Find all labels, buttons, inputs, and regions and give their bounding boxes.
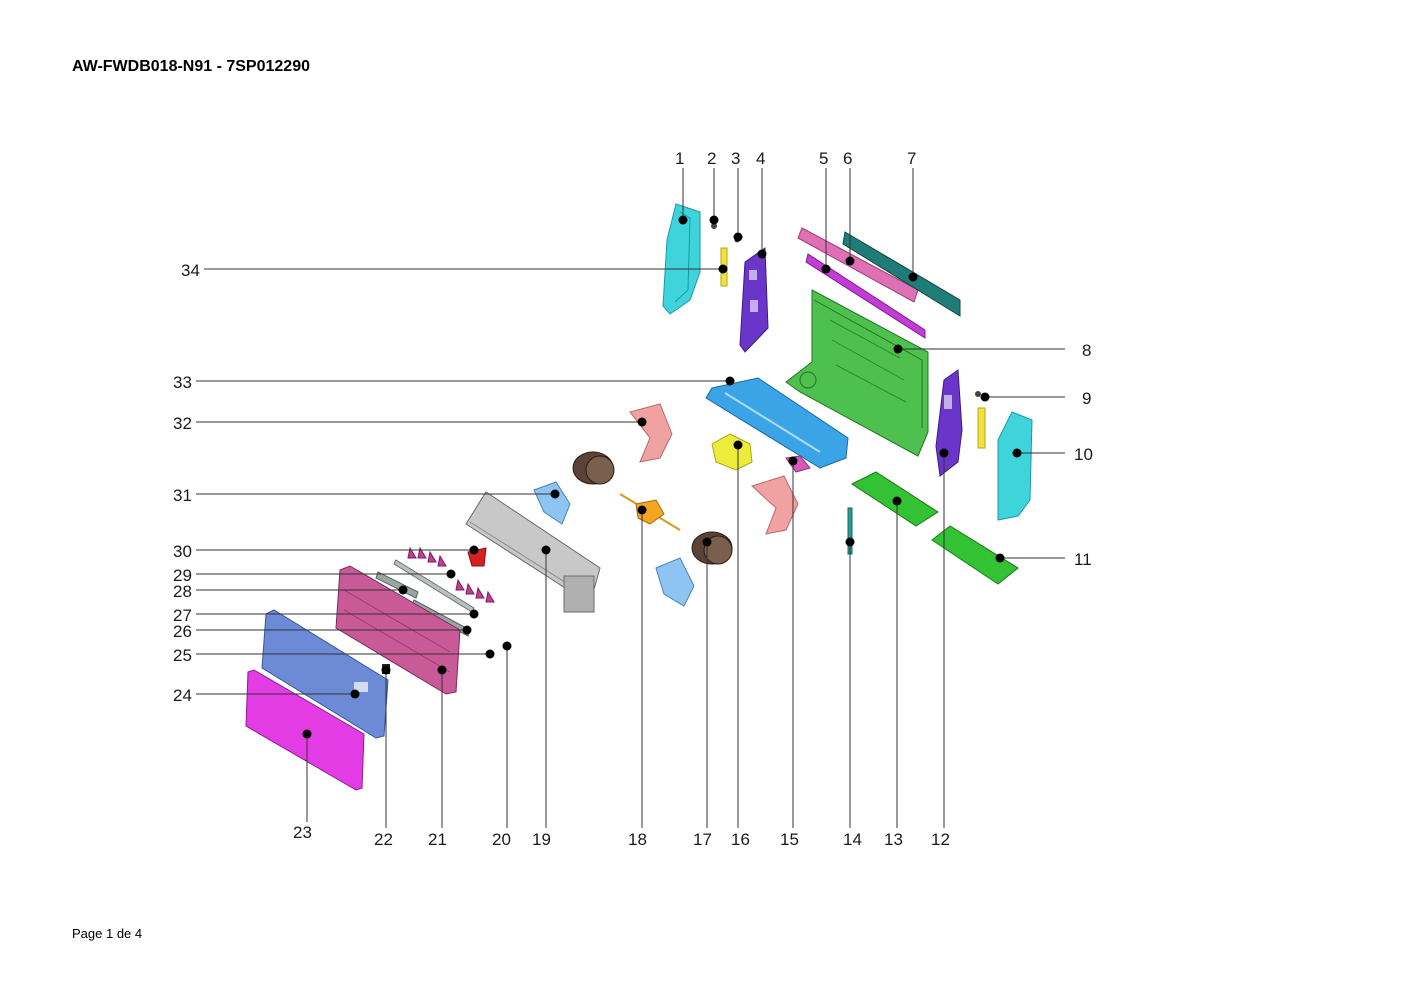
callout-12: 12 (931, 830, 950, 849)
callout-29: 29 (173, 566, 192, 585)
callout-17: 17 (693, 830, 712, 849)
part-28-grey-rail (375, 571, 419, 599)
part-11-green-tray (931, 525, 1019, 585)
callout-31: 31 (173, 486, 192, 505)
part-9-small-fastener (975, 391, 981, 397)
part-24-display-panel (261, 609, 389, 739)
part-4-purple-side-plate (739, 247, 769, 353)
part-8-back-chassis (785, 289, 929, 457)
callout-11: 11 (1074, 550, 1092, 569)
part-6-pink-rail (797, 227, 919, 303)
callout-27: 27 (173, 606, 192, 625)
part-18-fan-motor (619, 493, 681, 531)
page-footer: Page 1 de 4 (72, 926, 143, 941)
part-blower-upper (572, 451, 615, 485)
callout-5: 5 (819, 149, 828, 168)
callout-23: 23 (293, 823, 312, 842)
callout-14: 14 (843, 830, 862, 849)
callout-20: 20 (492, 830, 511, 849)
callout-10: 10 (1074, 445, 1093, 464)
part-17-blower-lower (691, 531, 733, 565)
callout-28: 28 (173, 582, 192, 601)
part-16-yellow-bracket (711, 433, 753, 471)
part-2-screw (711, 223, 717, 229)
callout-21: 21 (428, 830, 447, 849)
callout-9: 9 (1082, 389, 1091, 408)
document-title: AW-FWDB018-N91 - 7SP012290 (72, 58, 310, 75)
callout-34: 34 (181, 261, 200, 280)
part-9-yellow-strip (977, 407, 986, 449)
callout-7: 7 (907, 149, 916, 168)
callout-33: 33 (173, 373, 192, 392)
part-scroll-lower-pink (751, 475, 799, 535)
part-blue-housing-lower (655, 557, 695, 607)
callout-1: 1 (675, 149, 684, 168)
callout-8: 8 (1082, 341, 1091, 360)
callout-22: 22 (374, 830, 393, 849)
part-12-purple-right-plate (935, 369, 963, 477)
part-5-magenta-rail (805, 253, 926, 339)
part-31-blue-housing (533, 481, 571, 525)
part-19-evaporator (465, 491, 601, 613)
part-32-pink-scroll (629, 403, 673, 463)
callout-30: 30 (173, 542, 192, 561)
callout-6: 6 (843, 149, 852, 168)
callout-13: 13 (884, 830, 903, 849)
callout-32: 32 (173, 414, 192, 433)
callout-4: 4 (756, 149, 765, 168)
callout-15: 15 (780, 830, 799, 849)
part-7-teal-rail (842, 231, 961, 317)
callout-26: 26 (173, 622, 192, 641)
callout-2: 2 (707, 149, 716, 168)
callout-19: 19 (532, 830, 551, 849)
part-1-left-side-cover (662, 203, 701, 315)
callout-16: 16 (731, 830, 750, 849)
part-10-right-side-cover (997, 411, 1033, 521)
callout-18: 18 (628, 830, 647, 849)
callout-25: 25 (173, 646, 192, 665)
callout-3: 3 (731, 149, 740, 168)
callout-24: 24 (173, 686, 192, 705)
part-33-blue-frame (705, 377, 849, 469)
